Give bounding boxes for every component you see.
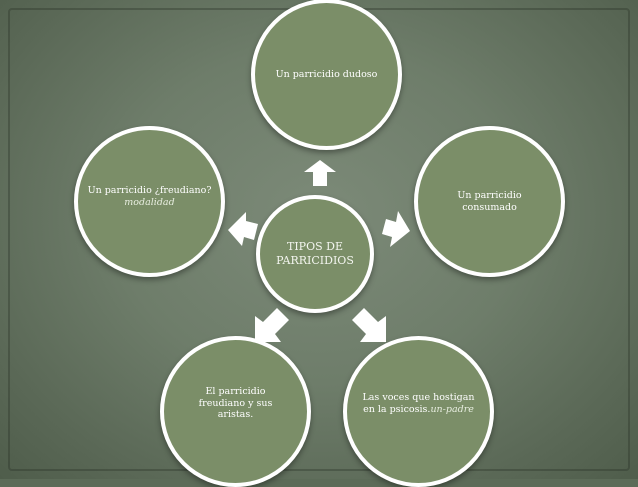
arrow-right-icon [382,211,410,247]
arrow-left-icon [228,212,258,246]
center-label-line1: TIPOS DE [287,240,343,254]
node-left-label: Un parricidio ¿freudiano?modalidad [78,185,221,209]
node-left-italic: modalidad [124,196,175,208]
node-left-main: Un parricidio ¿freudiano? [87,184,212,196]
arrow-down-left-icon [255,308,289,342]
node-right-label: Un parricidio consumado [457,189,522,213]
node-right: Un parricidio consumado [414,126,565,277]
node-bottom-right-main: Las voces que hostigan en la psicosis. [362,391,475,415]
arrow-up-icon [304,160,336,186]
node-bottom-left-label: El parricidio freudiano y sus aristas. [198,385,273,421]
center-node: TIPOS DE PARRICIDIOS [256,195,374,313]
center-label-line2: PARRICIDIOS [276,254,354,267]
node-top: Un parricidio dudoso [251,0,402,150]
node-top-label: Un parricidio dudoso [275,68,378,80]
node-left: Un parricidio ¿freudiano?modalidad [74,126,225,277]
arrow-down-right-icon [352,308,386,342]
node-bottom-right: Las voces que hostigan en la psicosis.un… [343,336,494,487]
node-bottom-right-italic: un-padre [430,403,474,415]
node-bottom-left: El parricidio freudiano y sus aristas. [160,336,311,487]
node-bottom-right-label: Las voces que hostigan en la psicosis.un… [347,392,490,416]
center-label: TIPOS DE PARRICIDIOS [262,240,368,268]
